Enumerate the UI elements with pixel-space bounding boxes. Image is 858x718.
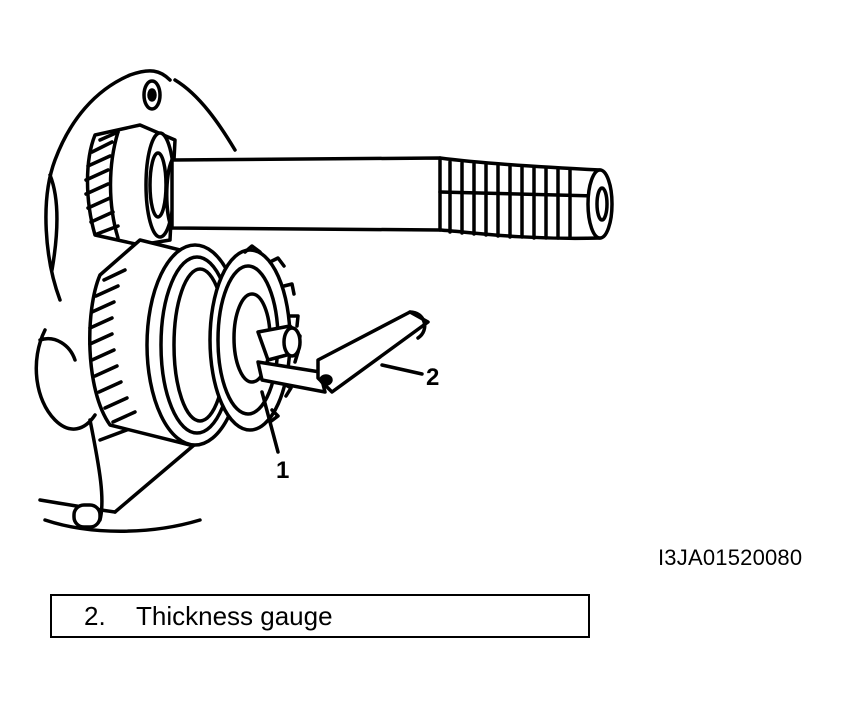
gear-assembly-illustration: 2 1 [34, 69, 614, 533]
transmission-housing [34, 69, 237, 533]
callout-leader-1 [260, 390, 280, 454]
thickness-gauge [256, 310, 430, 394]
legend-box: 2. Thickness gauge [50, 594, 590, 638]
callout-label-1: 1 [276, 457, 289, 484]
main-shaft [165, 156, 614, 241]
callout-label-2: 2 [426, 364, 439, 391]
callout-leader-2 [380, 363, 424, 376]
upper-helical-gear [84, 123, 177, 247]
legend-item-number: 2. [84, 600, 106, 631]
figure-code: I3JA01520080 [658, 545, 803, 570]
legend-item-text: Thickness gauge [136, 600, 333, 631]
synchronizer-gear [208, 244, 302, 432]
